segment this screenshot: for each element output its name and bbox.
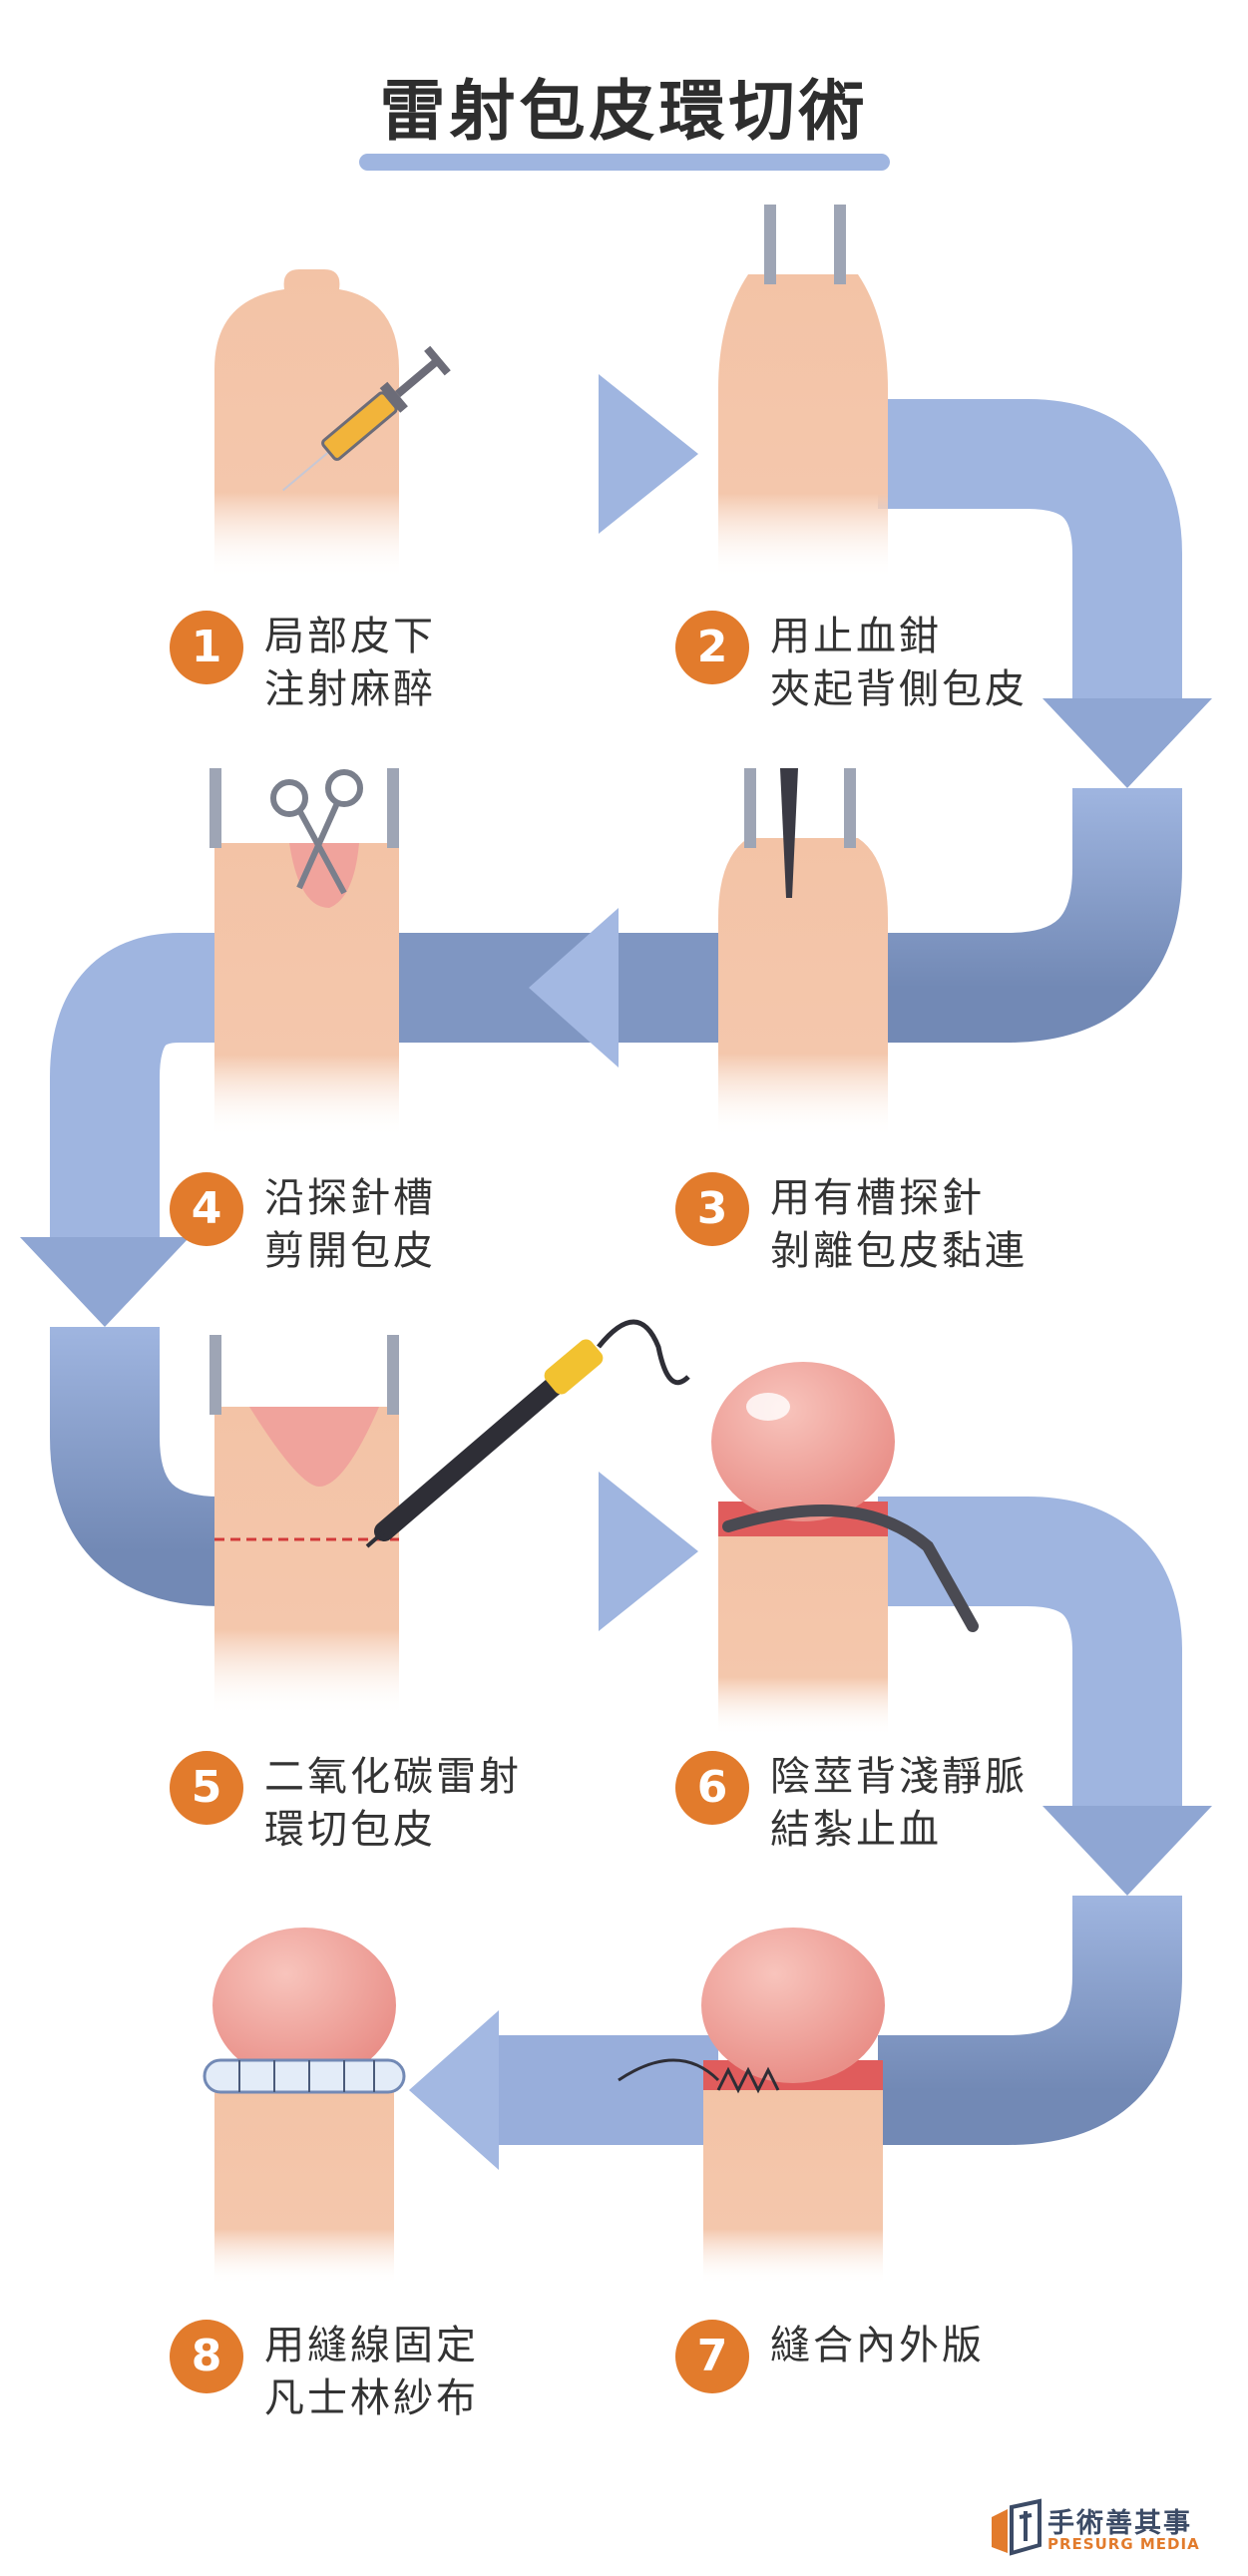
- arrow-right-icon: [599, 1472, 698, 1631]
- arrow-down-icon: [1042, 1806, 1212, 1896]
- clamp-icon: [844, 768, 856, 848]
- step-label-line: 用有槽探針: [770, 1175, 985, 1221]
- step-number-badge: 7: [675, 2320, 749, 2393]
- step-label: 用縫線固定 凡士林紗布: [264, 2320, 479, 2425]
- arrow-down-icon: [1042, 698, 1212, 788]
- clamp-icon: [387, 768, 399, 848]
- brand-name-en: PRESURG MEDIA: [1047, 2535, 1200, 2553]
- step-label-line: 二氧化碳雷射: [264, 1754, 522, 1800]
- step-label: 局部皮下 注射麻醉: [264, 611, 436, 716]
- brand-mark-icon: [992, 2498, 1041, 2556]
- step-number-badge: 4: [170, 1172, 243, 1246]
- arrow-left-icon: [529, 908, 619, 1068]
- step-label-line: 環切包皮: [264, 1807, 436, 1853]
- step8-illustration: [203, 1928, 406, 2285]
- step-label-line: 凡士林紗布: [264, 2375, 479, 2421]
- step2-illustration: [718, 205, 888, 579]
- step-label: 用止血鉗 夾起背側包皮: [770, 611, 1028, 716]
- step-label-line: 縫合內外版: [770, 2323, 985, 2368]
- step6-illustration: [711, 1362, 979, 1736]
- step-label-line: 夾起背側包皮: [770, 666, 1028, 712]
- clamp-icon: [764, 205, 776, 284]
- step4-illustration: [209, 768, 399, 1137]
- vessel-clamp-icon: [722, 1504, 979, 1632]
- step-number-badge: 6: [675, 1751, 749, 1825]
- brand-name-cn: 手術善其事: [1047, 2508, 1192, 2539]
- clamp-icon: [209, 768, 221, 848]
- step-label: 用有槽探針 剝離包皮黏連: [770, 1172, 1028, 1278]
- laser-pen-icon: [365, 1319, 690, 1548]
- step-label-line: 用止血鉗: [770, 614, 942, 659]
- step-label: 陰莖背淺靜脈 結紮止血: [770, 1751, 1028, 1857]
- step-label-line: 注射麻醉: [264, 666, 436, 712]
- gauze-icon: [203, 2058, 406, 2094]
- step-label-line: 沿探針槽: [264, 1175, 436, 1221]
- clamp-icon: [744, 768, 756, 848]
- step-label-line: 用縫線固定: [264, 2323, 479, 2368]
- step-label-line: 局部皮下: [264, 614, 436, 659]
- syringe-icon: [282, 345, 451, 492]
- step-number-badge: 3: [675, 1172, 749, 1246]
- arrow-right-icon: [599, 374, 698, 534]
- step-number-badge: 2: [675, 611, 749, 684]
- probe-icon: [780, 768, 798, 898]
- clamp-icon: [387, 1335, 399, 1415]
- step-label: 沿探針槽 剪開包皮: [264, 1172, 436, 1278]
- step-number-badge: 8: [170, 2320, 243, 2393]
- step5-illustration: [209, 1319, 690, 1716]
- page-title: 雷射包皮環切術: [379, 73, 869, 150]
- step-label-line: 剝離包皮黏連: [770, 1228, 1028, 1274]
- step-label-line: 結紮止血: [770, 1807, 942, 1853]
- step-label: 縫合內外版: [770, 2320, 985, 2372]
- step-number-badge: 5: [170, 1751, 243, 1825]
- step-label: 二氧化碳雷射 環切包皮: [264, 1751, 522, 1857]
- arrow-down-icon: [20, 1237, 190, 1327]
- title-underline: [359, 154, 890, 171]
- flow-band: [20, 374, 1212, 2170]
- clamp-icon: [834, 205, 846, 284]
- step7-illustration: [618, 1928, 885, 2285]
- step-number-badge: 1: [170, 611, 243, 684]
- suture-icon: [618, 2058, 720, 2082]
- scissors-icon: [270, 769, 363, 895]
- step3-illustration: [718, 768, 888, 1137]
- clamp-icon: [209, 1335, 221, 1415]
- arrow-left-icon: [409, 2010, 499, 2170]
- step-label-line: 剪開包皮: [264, 1228, 436, 1274]
- brand-logo: 手術善其事 PRESURG MEDIA: [988, 2497, 1227, 2557]
- step1-illustration: [214, 269, 451, 579]
- step-label-line: 陰莖背淺靜脈: [770, 1754, 1028, 1800]
